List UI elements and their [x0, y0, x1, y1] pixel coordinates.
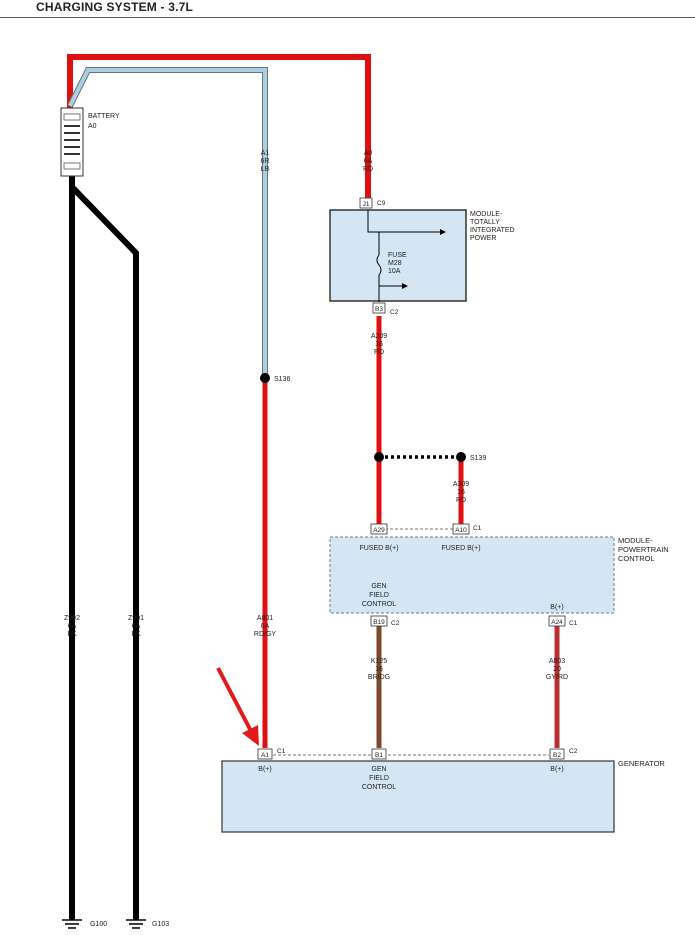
ground-g100: G100: [62, 919, 107, 929]
wire-z902-label-3: BK: [67, 631, 77, 638]
pcm-name-1: MODULE-: [618, 536, 653, 545]
wire-a0-red: [67, 54, 371, 198]
battery: BATTERY A0: [60, 107, 120, 177]
wire-a0-label-3: RD: [363, 166, 373, 173]
tipm-pin-in: J1: [363, 201, 370, 208]
wire-a803-label-1: A803: [549, 658, 565, 665]
splice-left-dot: [374, 452, 384, 462]
tipm-fuse-1: FUSE: [388, 252, 407, 259]
pcm-pin-a: A29: [373, 527, 385, 534]
wire-a803-label-2: 20: [553, 666, 561, 673]
wire-a309-label-1: A309: [453, 481, 469, 488]
pcm-fused-a: FUSED B(+): [359, 545, 398, 552]
gen-bplus-c: B(+): [550, 766, 563, 773]
gen-bplus-a: B(+): [258, 766, 271, 773]
wire-z902-label-1: Z902: [64, 615, 80, 622]
wire-z901: [69, 184, 139, 920]
tipm-fuse-3: 10A: [388, 268, 401, 275]
gen-pin-a: A1: [261, 752, 269, 759]
battery-name: BATTERY: [88, 113, 120, 120]
wire-a1-label-2: 6R: [261, 158, 270, 165]
wire-z901-label-1: Z901: [128, 615, 144, 622]
wire-a309-label-3: RD: [456, 497, 466, 504]
gen-field-2: FIELD: [369, 775, 389, 782]
wire-a209-label-3: RD: [374, 349, 384, 356]
tipm-name-2: TOTALLY: [470, 219, 500, 226]
wire-a0-label-1: A0: [364, 150, 373, 157]
splice-s139: [456, 452, 466, 462]
wire-a209-label-1: A209: [371, 333, 387, 340]
gen-field-1: GEN: [371, 766, 386, 773]
wire-z901-label-3: BK: [131, 631, 141, 638]
gen-name: GENERATOR: [618, 759, 665, 768]
pcm-name-3: CONTROL: [618, 554, 655, 563]
page-title: CHARGING SYSTEM - 3.7L: [36, 0, 194, 14]
red-arrow-icon: [216, 667, 259, 746]
tipm-fuse-2: M28: [388, 260, 402, 267]
pcm-fused-b: FUSED B(+): [441, 545, 480, 552]
pcm-field-2: FIELD: [369, 592, 389, 599]
splice-s136: [260, 373, 270, 383]
wire-a801-label-1: A801: [257, 615, 273, 622]
ground-g103: G103: [126, 919, 169, 929]
wire-a801-label-3: RD/GY: [254, 631, 277, 638]
ground-g100-label: G100: [90, 921, 107, 928]
battery-id: A0: [88, 123, 97, 130]
tipm-module: J1 C9 FUSE M28 10A MODULE- TOTALLY INTEG…: [329, 197, 515, 316]
wire-a801-label-2: 6A: [261, 623, 270, 630]
gen-pin-c: B2: [553, 752, 561, 759]
gen-field-3: CONTROL: [362, 784, 396, 791]
pcm-module: A29 A10 C1 FUSED B(+) FUSED B(+) GEN FIE…: [329, 523, 669, 627]
wire-a1-label-3: LB: [261, 166, 270, 173]
pcm-conn-bplus: C1: [569, 620, 578, 627]
ground-g103-label: G103: [152, 921, 169, 928]
gen-conn-c: C2: [569, 748, 578, 755]
pcm-field-1: GEN: [371, 583, 386, 590]
gen-conn-a: C1: [277, 748, 286, 755]
tipm-conn-out: C2: [390, 309, 399, 316]
pcm-name-2: POWERTRAIN: [618, 545, 669, 554]
gen-pin-b: B1: [375, 752, 383, 759]
wire-k125-label-2: 16: [375, 666, 383, 673]
tipm-conn-in: C9: [377, 200, 386, 207]
tipm-name-1: MODULE-: [470, 211, 503, 218]
title-rule: [0, 17, 695, 18]
wire-k125-label-3: BR/DG: [368, 674, 390, 681]
tipm-name-3: INTEGRATED: [470, 227, 515, 234]
pcm-pin-field: B19: [373, 619, 385, 626]
wire-k125-label-1: K125: [371, 658, 387, 665]
wire-z902-label-2: 6A: [68, 623, 77, 630]
tipm-name-4: POWER: [470, 235, 496, 242]
pcm-pin-b: A10: [455, 527, 467, 534]
wire-a1-label-1: A1: [261, 150, 270, 157]
splice-s136-label: S136: [274, 376, 290, 383]
generator-module: A1 C1 B1 B2 C2 B(+) GEN FIELD CONTROL B(…: [221, 748, 665, 833]
pcm-pin-bplus: A24: [551, 619, 563, 626]
tipm-pin-out: B3: [375, 306, 383, 313]
wire-z901-label-2: 6A: [132, 623, 141, 630]
splice-s139-label: S139: [470, 455, 486, 462]
wire-a1-blue: [68, 68, 267, 378]
pcm-conn-field: C2: [391, 620, 400, 627]
wire-a209-label-2: 16: [375, 341, 383, 348]
wire-a0-label-2: 6A: [364, 158, 373, 165]
wire-a309-label-2: 16: [457, 489, 465, 496]
pcm-conn-top: C1: [473, 525, 482, 532]
wire-a803-label-3: GY/RD: [546, 674, 568, 681]
pcm-field-3: CONTROL: [362, 601, 396, 608]
pcm-bplus: B(+): [550, 604, 563, 611]
